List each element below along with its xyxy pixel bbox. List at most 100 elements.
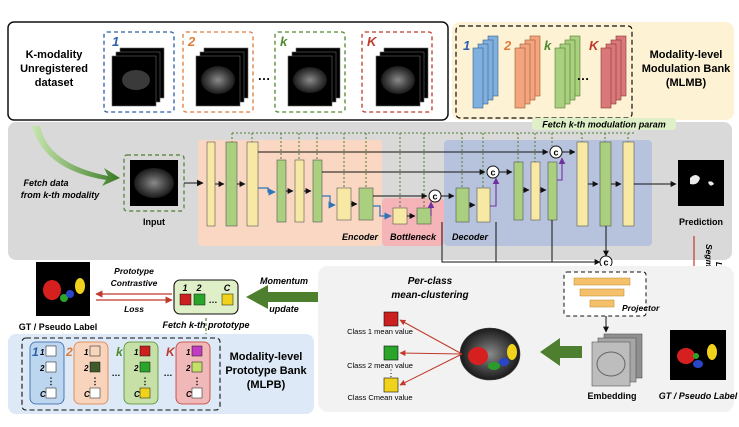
prediction-image [678, 160, 724, 206]
svg-text:2: 2 [185, 364, 191, 373]
svg-text:2: 2 [133, 364, 139, 373]
modality-1-frame [103, 31, 175, 113]
svg-text:c: c [432, 192, 437, 202]
enc2-a [276, 159, 287, 223]
proto-C-label: C [224, 283, 231, 293]
enc3-a [336, 187, 352, 221]
dec1-b [476, 187, 491, 223]
svg-text:⋮: ⋮ [91, 376, 100, 386]
svg-text:k: k [116, 345, 124, 359]
class-1-swatch [383, 311, 399, 327]
proto-2-swatch [193, 293, 206, 306]
enc1-a [206, 141, 216, 227]
prediction-label: Prediction [679, 217, 723, 227]
fetch-data-arrow [32, 126, 120, 186]
svg-text:c: c [490, 168, 495, 178]
mlmb-title-1: Modality-level [650, 49, 723, 61]
mlmb-title-2: Modulation Bank [642, 63, 731, 75]
svg-text:1: 1 [186, 348, 191, 357]
mlmb-ellipsis: … [577, 68, 590, 83]
mlmb-stack-K [600, 35, 627, 109]
svg-text:C: C [186, 390, 192, 399]
prediction-mask [690, 175, 714, 186]
mlpb-inner [21, 337, 221, 411]
modality-2-scans [195, 47, 249, 107]
mlpb-title-1: Modality-level [230, 351, 303, 363]
class-2-label: Class 2 mean value [347, 361, 413, 370]
fetch-data-label-1: Fetch data [23, 178, 68, 188]
svg-text:1: 1 [84, 348, 89, 357]
mlpb-ellipses: … … ⋮ ⋮ ⋮ ⋮ [47, 368, 202, 386]
svg-text:⋮: ⋮ [47, 376, 56, 386]
modality-k-label: k [280, 34, 288, 49]
svg-text:c: c [553, 148, 558, 158]
projector-label: Projector [622, 303, 660, 313]
mlpb-title-3: (MLPB) [247, 379, 286, 391]
dec2-b [530, 161, 541, 221]
embedding-label: Embedding [588, 391, 637, 401]
svg-text:C: C [84, 390, 90, 399]
encoder-label: Encoder [342, 232, 379, 242]
class-C-label: Class Cmean value [347, 393, 412, 402]
fetch-param-badge [532, 118, 676, 130]
bott-b [416, 207, 432, 225]
decoder-label: Decoder [452, 232, 489, 242]
svg-text:K: K [166, 345, 176, 359]
mlmb-label-2: 2 [503, 38, 512, 53]
svg-text:…: … [112, 368, 121, 378]
clustering-title-1: Per-class [408, 276, 453, 287]
dataset-box: K-modality Unregistered dataset 1 2 k K … [7, 21, 449, 121]
dec3-c [622, 141, 635, 227]
contrastive-label-2: Contrastive [111, 278, 158, 288]
modality-K-frame [361, 31, 433, 113]
proto-2-label: 2 [195, 283, 201, 293]
svg-text:2: 2 [39, 364, 45, 373]
mlmb-stack-k [554, 35, 581, 109]
proto-ellipsis: … [209, 295, 218, 305]
contrastive-label-3: Loss [124, 304, 144, 314]
mlmb-box: Modality-level Modulation Bank (MLMB) [452, 22, 734, 120]
contrastive-arrows [95, 290, 173, 304]
dec1-a [455, 187, 470, 223]
gt-left-mask [43, 278, 85, 302]
mlpb-col-labels: 1 2 k K [32, 345, 176, 359]
modality-1-label: 1 [112, 34, 119, 49]
mlmb-label-k: k [544, 38, 552, 53]
dec2-c [547, 161, 558, 221]
modality-2-frame [182, 31, 254, 113]
enc1-c [246, 141, 259, 227]
mlpb-title-2: Prototype Bank [225, 365, 307, 377]
svg-text:1: 1 [32, 345, 39, 359]
embedding-to-cluster-arrow [540, 338, 582, 366]
downsample-arrows [258, 187, 392, 220]
dataset-title-3: dataset [35, 77, 74, 89]
modality-k-frame [274, 31, 346, 113]
mlmb-label-K: K [589, 38, 600, 53]
class-ellipsis: ⋮ [387, 368, 396, 378]
projector-layer-3 [589, 299, 615, 308]
encoder-region [198, 140, 382, 246]
fetch-data-label-2: from k-th modality [21, 190, 100, 200]
momentum-arrow [246, 285, 318, 309]
svg-text:2: 2 [83, 364, 89, 373]
upsample-arrows [490, 157, 566, 207]
encoder-arrows [215, 181, 416, 219]
input-scan [134, 168, 174, 198]
skip-connections [258, 149, 549, 199]
modality-1-scans [111, 47, 165, 107]
proto-C-swatch [221, 293, 234, 306]
projector-layer-1 [573, 277, 631, 286]
svg-text:1: 1 [134, 348, 139, 357]
modality-k-scans [287, 47, 341, 107]
modality-K-scans [375, 47, 429, 107]
input-label: Input [143, 217, 165, 227]
gt-left-label: GT / Pseudo Label [19, 322, 98, 332]
svg-text:C: C [40, 390, 46, 399]
momentum-label-1: Momentum [260, 276, 308, 286]
dec2-a [513, 161, 524, 221]
fetch-param-label: Fetch k-th modulation param [542, 120, 666, 130]
dataset-title-2: Unregistered [20, 63, 88, 75]
bottleneck-label: Bottleneck [390, 232, 437, 242]
mlpb-cells [45, 345, 203, 399]
